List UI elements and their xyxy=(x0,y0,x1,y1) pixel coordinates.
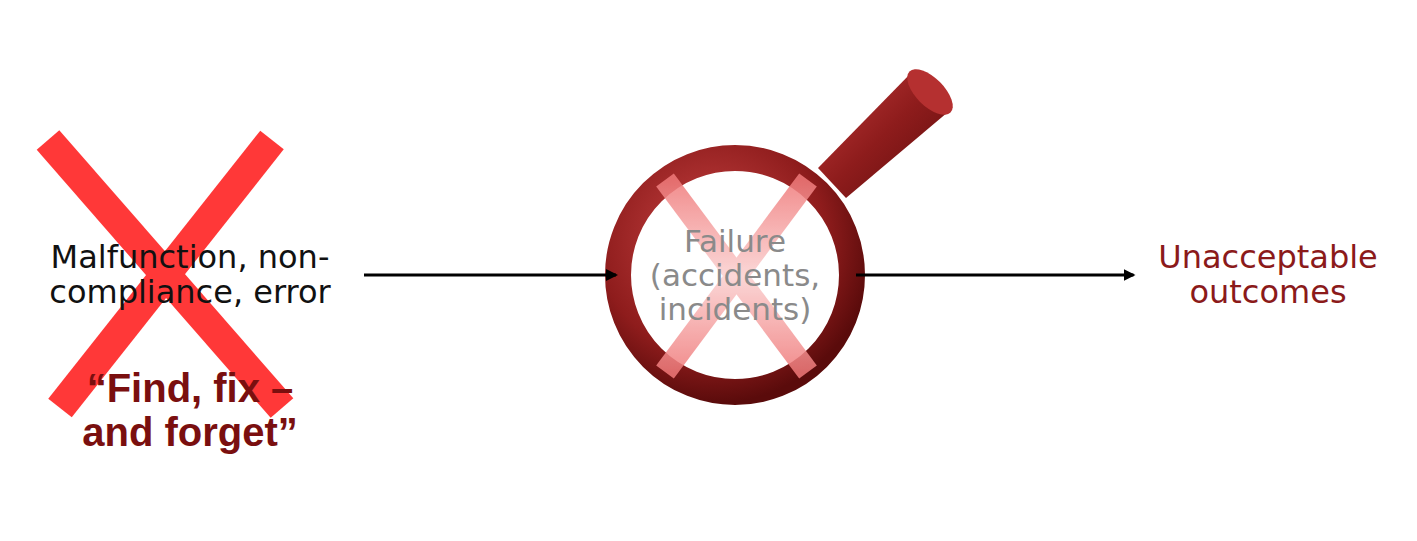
node-text: Unacceptable outcomes xyxy=(1136,240,1401,310)
flow-arrow xyxy=(856,274,1134,277)
flow-arrow xyxy=(364,274,616,277)
node-text: Failure (accidents, incidents) xyxy=(640,224,830,326)
magnifier-lens: Failure (accidents, incidents) xyxy=(618,158,852,392)
handle-end xyxy=(900,62,961,123)
outcome-text: Unacceptable outcomes xyxy=(1136,234,1401,316)
cause-text: Malfunction, non-compliance, error xyxy=(20,234,360,316)
magnifier-ring xyxy=(618,158,852,392)
node-text: Malfunction, non-compliance, error xyxy=(20,240,360,310)
motto-label: “Find, fix – and forget” xyxy=(55,366,325,454)
